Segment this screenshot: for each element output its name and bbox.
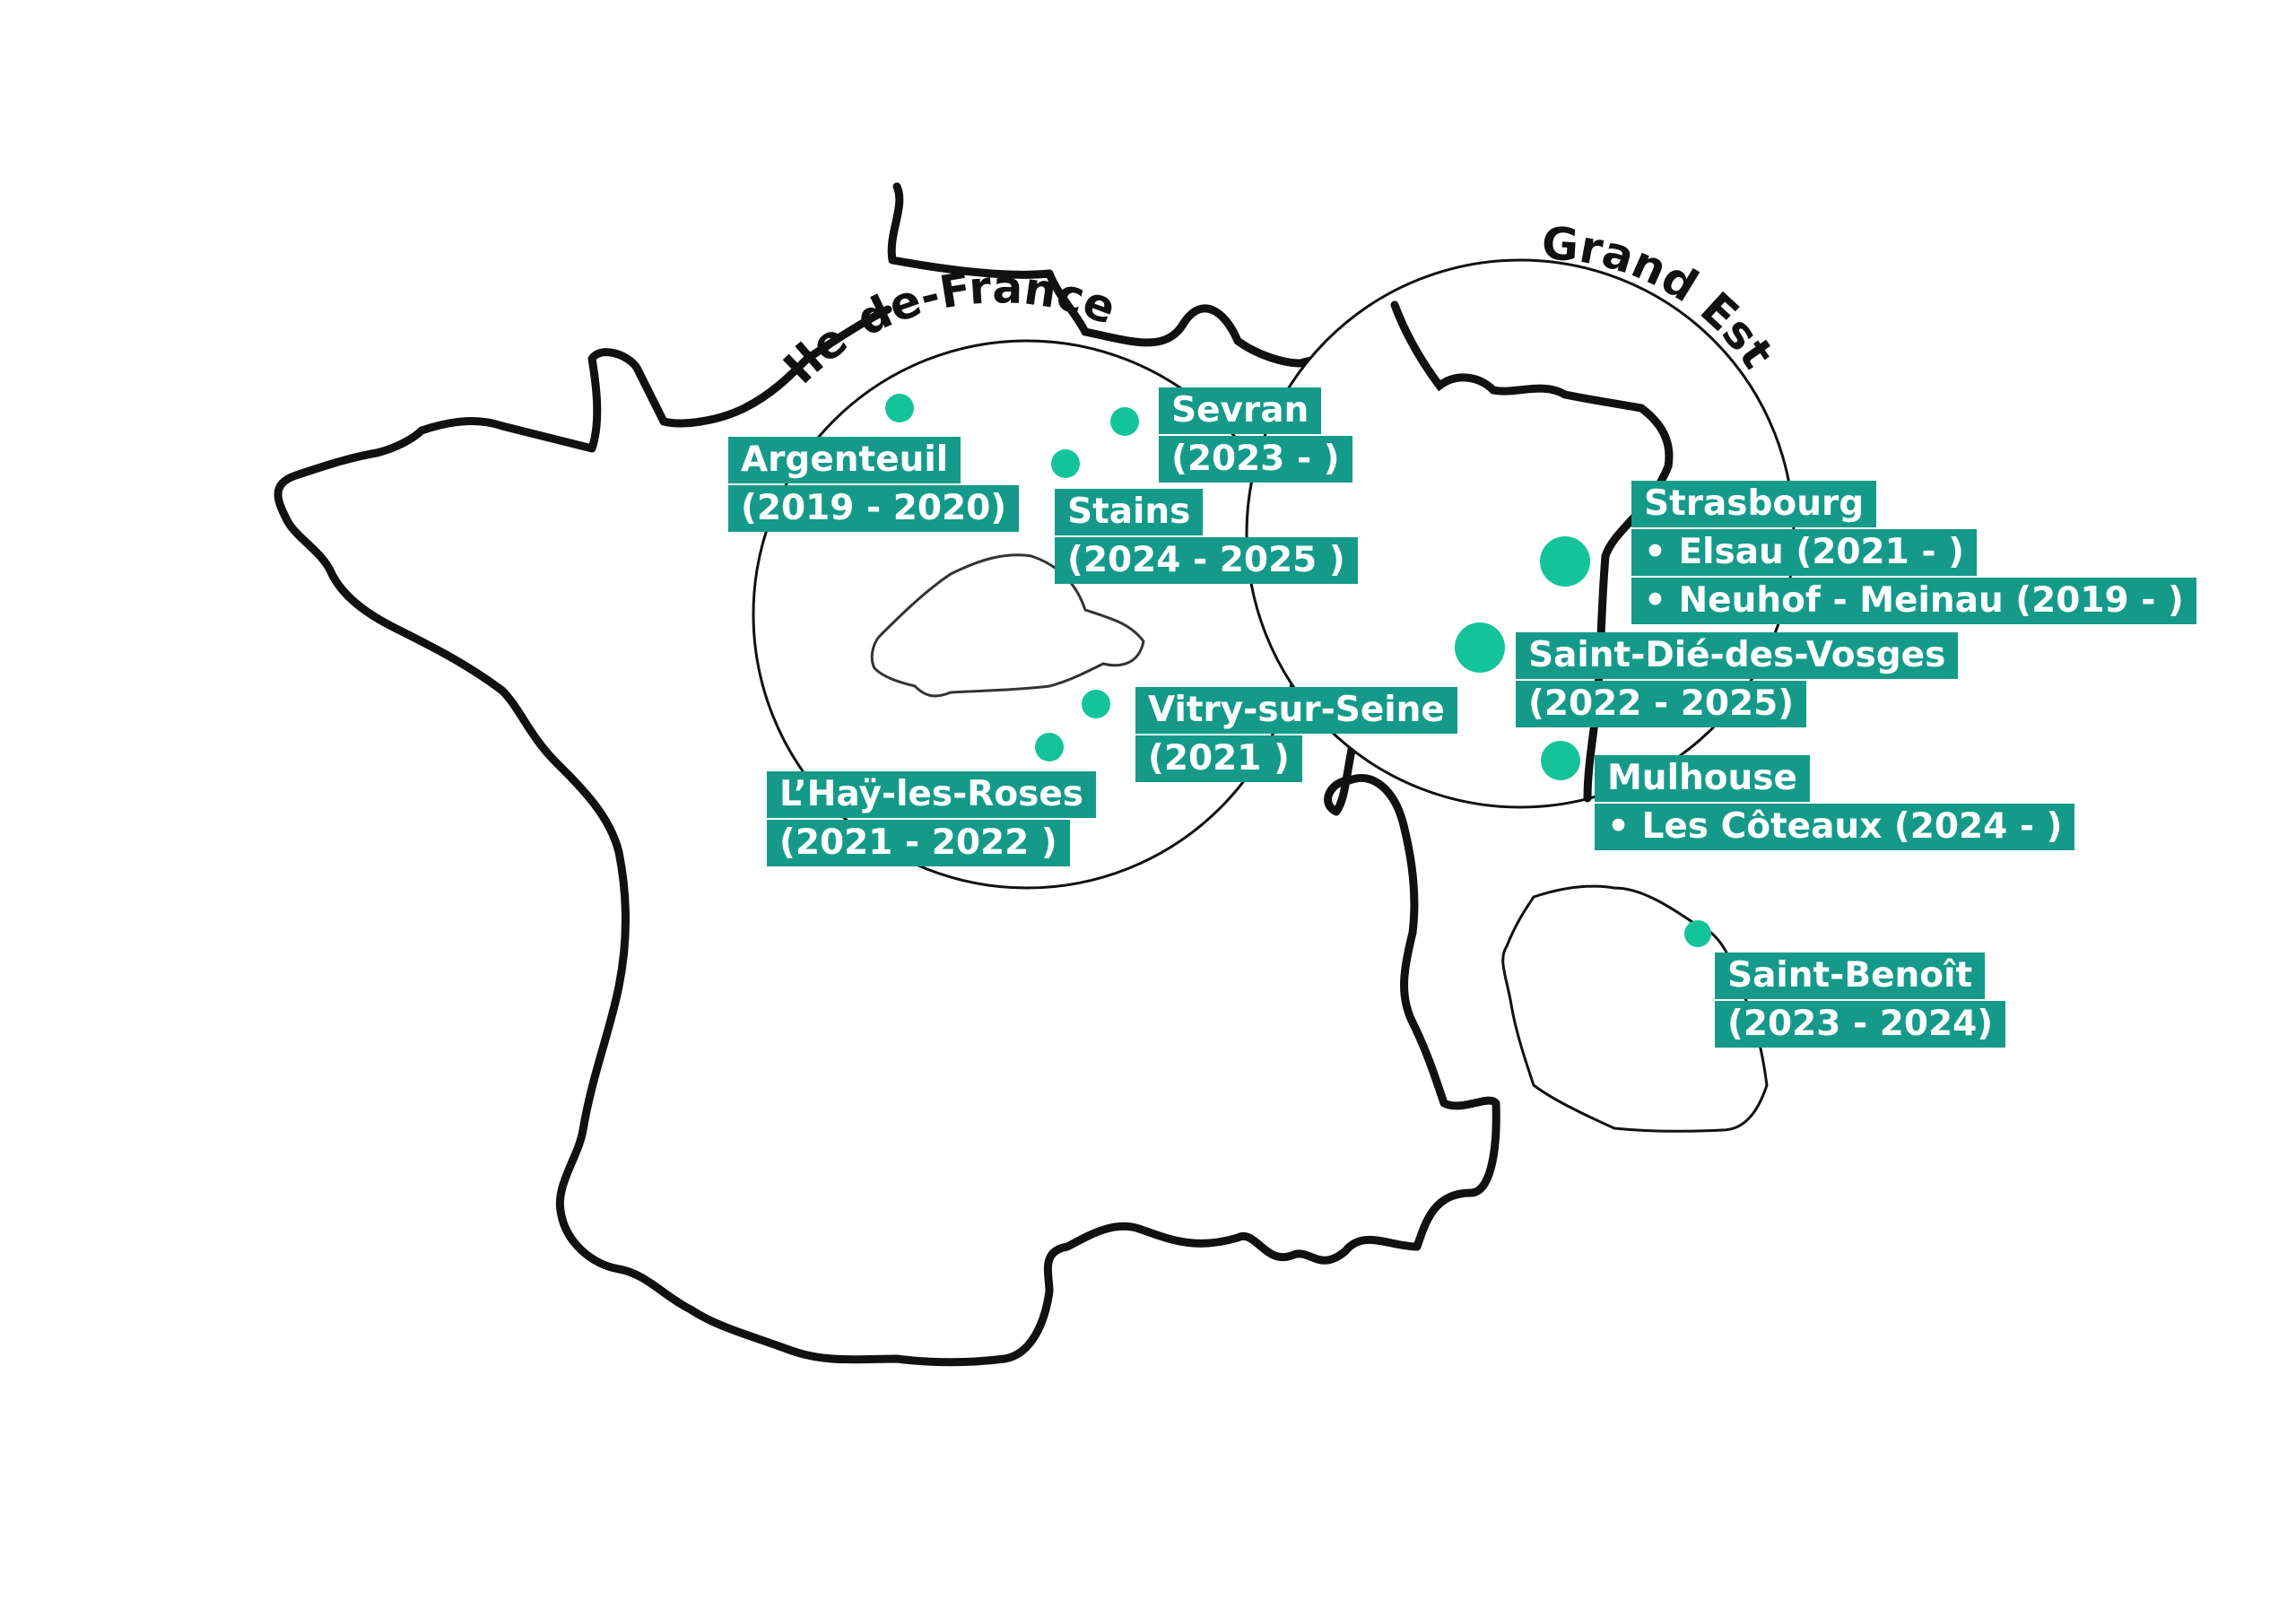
label-line: (2021 ): [1135, 735, 1302, 782]
marker-saint-die[interactable]: [1455, 622, 1505, 673]
label-line: Strasbourg: [1631, 481, 1877, 527]
marker-sevran[interactable]: [1110, 407, 1139, 436]
marker-stains[interactable]: [1051, 449, 1080, 478]
label-line: • Neuhof - Meinau (2019 - ): [1631, 578, 2196, 624]
marker-strasbourg[interactable]: [1540, 536, 1590, 587]
label-saint-die[interactable]: Saint-Dié-des-Vosges (2022 - 2025): [1516, 632, 1959, 729]
label-argenteuil[interactable]: Argenteuil (2019 - 2020): [728, 437, 1020, 534]
label-line: (2021 - 2022 ): [767, 820, 1070, 866]
marker-lhay[interactable]: [1035, 733, 1064, 761]
label-line: Saint-Benoît: [1715, 953, 1986, 999]
label-line: • Elsau (2021 - ): [1631, 529, 1977, 576]
label-mulhouse[interactable]: Mulhouse • Les Côteaux (2024 - ): [1595, 755, 2075, 852]
label-line: Mulhouse: [1595, 755, 1810, 802]
marker-argenteuil[interactable]: [885, 394, 914, 422]
label-line: Sevran: [1159, 387, 1322, 434]
label-line: (2024 - 2025 ): [1055, 537, 1358, 584]
label-sevran[interactable]: Sevran (2023 - ): [1159, 387, 1352, 484]
label-line: L’Haÿ-les-Roses: [767, 771, 1096, 818]
label-line: (2023 - ): [1159, 436, 1352, 483]
label-vitry[interactable]: Vitry-sur-Seine (2021 ): [1135, 687, 1457, 784]
label-line: (2023 - 2024): [1715, 1001, 2006, 1048]
label-line: Argenteuil: [728, 437, 961, 483]
label-line: Stains: [1055, 489, 1204, 535]
label-stains[interactable]: Stains (2024 - 2025 ): [1055, 489, 1358, 586]
label-lhay[interactable]: L’Haÿ-les-Roses (2021 - 2022 ): [767, 771, 1096, 868]
label-line: (2019 - 2020): [728, 485, 1020, 532]
paris-outline: [870, 553, 1145, 698]
label-strasbourg[interactable]: Strasbourg • Elsau (2021 - ) • Neuhof - …: [1631, 481, 2196, 626]
marker-mulhouse[interactable]: [1541, 741, 1580, 780]
label-line: (2022 - 2025): [1516, 681, 1807, 727]
label-line: Saint-Dié-des-Vosges: [1516, 632, 1959, 679]
label-saint-benoit[interactable]: Saint-Benoît (2023 - 2024): [1715, 953, 2006, 1049]
reunion-outline: [1501, 884, 1769, 1133]
marker-saint-benoit[interactable]: [1684, 920, 1711, 947]
marker-vitry[interactable]: [1082, 690, 1110, 718]
label-line: Vitry-sur-Seine: [1135, 687, 1457, 734]
label-line: • Les Côteaux (2024 - ): [1595, 804, 2075, 850]
